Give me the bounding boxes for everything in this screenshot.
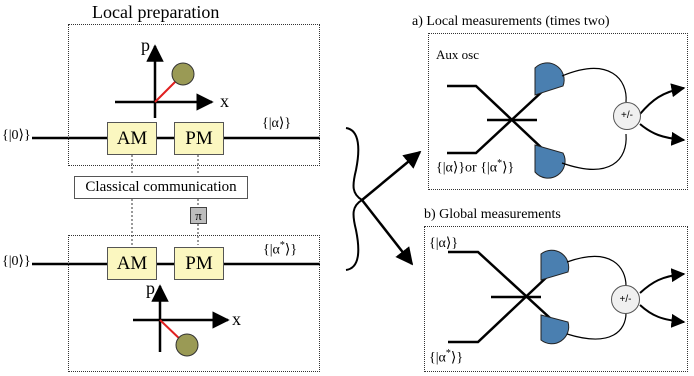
input-top-label: {|0⟩} bbox=[2, 128, 31, 143]
panel-a-input-suffix: ⟩} bbox=[502, 160, 515, 176]
detector-a-bottom bbox=[534, 144, 566, 179]
detector-b-bottom bbox=[540, 314, 570, 345]
aux-osc-label: Aux osc bbox=[436, 47, 479, 62]
classical-communication-box: Classical communication bbox=[74, 176, 248, 199]
panel-b-input-top-label: {|α⟩} bbox=[429, 236, 459, 251]
panel-b-box bbox=[424, 226, 688, 372]
output-bottom-sup: * bbox=[279, 240, 285, 251]
panel-b-combiner-label: +/- bbox=[619, 293, 632, 305]
axis-x-label-top: x bbox=[220, 91, 229, 111]
am-label-top: AM bbox=[116, 128, 148, 149]
pi-phase-box: π bbox=[190, 207, 207, 224]
pm-box-bottom: PM bbox=[174, 247, 224, 280]
arrow-to-panel-a bbox=[361, 150, 422, 201]
pm-label-top: PM bbox=[185, 128, 213, 149]
panel-b-combiner: +/- bbox=[611, 285, 640, 314]
panel-b-input-bottom-label: {|α*⟩} bbox=[429, 349, 463, 366]
panel-a-input-sup: * bbox=[497, 158, 503, 169]
panel-b-input-bottom-suffix: ⟩} bbox=[450, 350, 464, 366]
coherent-state-top bbox=[171, 62, 195, 86]
coherent-state-bottom bbox=[175, 333, 199, 357]
arrow-to-panel-b bbox=[361, 199, 414, 266]
output-top-label: {|α⟩} bbox=[262, 116, 292, 131]
axis-p-label-bottom: p bbox=[146, 278, 155, 298]
panel-a-optics bbox=[447, 62, 686, 179]
am-box-top: AM bbox=[107, 122, 157, 155]
am-box-bottom: AM bbox=[107, 247, 157, 280]
panel-b-optics bbox=[448, 249, 686, 345]
input-bottom-label: {|0⟩} bbox=[2, 254, 31, 269]
detector-a-top bbox=[534, 62, 565, 96]
axis-x-label-bottom: x bbox=[232, 309, 241, 329]
panel-a-title: a) Local measurements (times two) bbox=[412, 14, 610, 29]
local-prep-bottom-box bbox=[68, 235, 320, 372]
panel-b-input-bottom-sup: * bbox=[445, 348, 451, 359]
panel-a-input-label: {|α⟩}or {|α*⟩} bbox=[436, 159, 514, 176]
local-prep-top-box bbox=[68, 24, 320, 166]
pi-label: π bbox=[195, 208, 202, 223]
local-preparation-title: Local preparation bbox=[92, 2, 220, 22]
panel-b-input-bottom-prefix: {|α bbox=[429, 350, 446, 366]
am-label-bottom: AM bbox=[116, 253, 148, 274]
pm-label-bottom: PM bbox=[185, 253, 213, 274]
panel-a-combiner: +/- bbox=[613, 102, 641, 130]
panel-a-box bbox=[428, 33, 688, 190]
pm-box-top: PM bbox=[174, 122, 224, 155]
panel-a-combiner-label: +/- bbox=[621, 110, 633, 121]
curly-brace bbox=[345, 127, 364, 271]
panel-a-input-prefix: {|α⟩}or {|α bbox=[436, 160, 498, 176]
axis-p-label-top: p bbox=[141, 35, 150, 55]
detector-b-top bbox=[540, 249, 570, 281]
output-bottom-suffix: ⟩} bbox=[284, 242, 298, 258]
output-bottom-prefix: {|α bbox=[263, 242, 280, 258]
phase-space-top bbox=[115, 44, 214, 118]
output-bottom-label: {|α*⟩} bbox=[263, 241, 297, 258]
panel-b-title: b) Global measurements bbox=[424, 207, 561, 222]
phase-space-bottom bbox=[133, 284, 230, 357]
classical-communication-label: Classical communication bbox=[85, 179, 237, 195]
